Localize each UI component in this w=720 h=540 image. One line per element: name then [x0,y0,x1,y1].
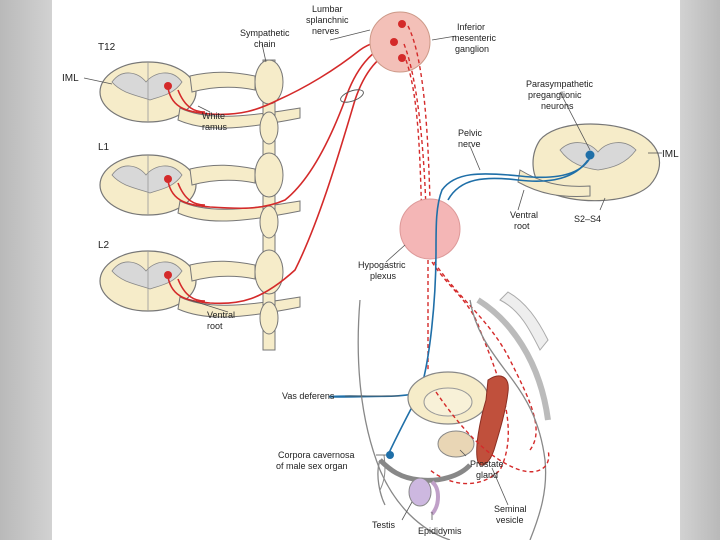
label-l1: L1 [98,142,110,153]
leader-lines [83,29,662,521]
label-corpora-1: Corpora cavernosa [278,450,355,460]
label-vas-deferens: Vas deferens [282,391,335,401]
label-inferior-mesenteric-2: mesenteric [452,33,497,43]
label-seminal-1: Seminal [494,504,527,514]
spinal-segment-l1 [99,154,197,216]
testis [408,477,432,507]
label-ventral-root-left-1: Ventral [207,310,235,320]
epididymis [430,480,440,516]
label-s2-s4: S2–S4 [574,214,601,224]
iml-neuron-t12 [164,82,172,90]
label-t12: T12 [98,42,116,53]
label-pelvic-nerve-1: Pelvic [458,128,483,138]
label-hypogastric-1: Hypogastric [358,260,406,270]
spinal-segment-t12 [99,61,197,123]
parasympathetic-neuron [585,150,595,160]
label-corpora-2: of male sex organ [276,461,348,471]
label-sympathetic-chain-2: chain [254,39,276,49]
label-inferior-mesenteric-3: ganglion [455,44,489,54]
label-ventral-root-left-2: root [207,321,223,331]
sympathetic-chain [254,59,284,351]
label-prostate-2: gland [476,470,498,480]
label-ventral-root-right-1: Ventral [510,210,538,220]
label-pelvic-nerve-2: nerve [458,139,481,149]
label-hypogastric-2: plexus [370,271,397,281]
label-iml-left: IML [62,73,79,84]
label-parasympathetic-1: Parasympathetic [526,79,594,89]
spinal-segment-s2-s4 [517,123,660,202]
label-prostate-1: Prostate [470,459,504,469]
pelvic-anatomy [357,291,551,540]
label-l2: L2 [98,240,110,251]
label-lumbar-splanchnic-1: Lumbar [312,4,343,14]
seminal-vesicle [476,375,509,466]
label-parasympathetic-3: neurons [541,101,574,111]
label-epididymis: Epididymis [418,526,462,536]
hypogastric-plexus [399,198,461,260]
label-sympathetic-chain-1: Sympathetic [240,28,290,38]
label-inferior-mesenteric-1: Inferior [457,22,485,32]
label-iml-right: IML [662,149,679,160]
iml-neuron-l2 [164,271,172,279]
prostate-gland [437,430,475,458]
label-white-ramus-2: ramus [202,122,228,132]
parasympathetic-leader [559,91,591,151]
label-ventral-root-right-2: root [514,221,530,231]
label-lumbar-splanchnic-3: nerves [312,26,340,36]
label-testis: Testis [372,520,396,530]
label-lumbar-splanchnic-2: splanchnic [306,15,349,25]
sympathetic-fibers [167,39,395,305]
inferior-mesenteric-ganglion [369,11,431,73]
left-margin [0,0,52,540]
splanchnic-bundle-ring [340,89,364,103]
iml-neuron-l1 [164,175,172,183]
right-margin [680,0,720,540]
spinal-segment-l2 [99,250,197,312]
label-seminal-2: vesicle [496,515,524,525]
label-white-ramus-1: White [202,111,225,121]
corpora-ending [386,451,394,459]
label-parasympathetic-2: preganglionic [528,90,582,100]
